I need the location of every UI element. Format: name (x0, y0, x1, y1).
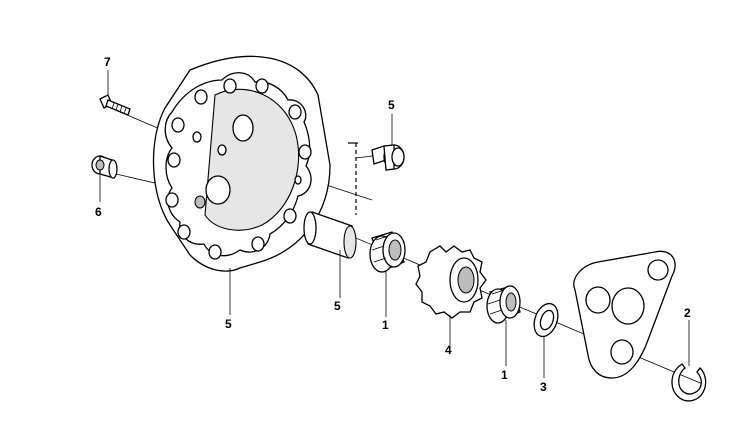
housing-flange (152, 55, 331, 272)
gear (415, 245, 487, 319)
callout-2: 2 (684, 306, 691, 320)
washer (533, 302, 559, 338)
callout-5-bushing: 5 (334, 299, 341, 313)
callout-1-left: 1 (382, 318, 389, 332)
needle-bearing-right (486, 285, 521, 324)
callout-6: 6 (95, 205, 102, 219)
callout-5-plug: 5 (388, 98, 395, 112)
retaining-plate (573, 250, 676, 379)
needle-bearing-left (369, 231, 406, 273)
callout-4: 4 (445, 343, 452, 357)
callout-1-right: 1 (501, 368, 508, 382)
callout-7: 7 (104, 55, 111, 69)
plug-top (371, 144, 405, 171)
plug (91, 155, 118, 179)
leader-lines (99, 70, 690, 378)
screw (99, 94, 131, 116)
callout-3: 3 (540, 380, 547, 394)
callout-5-housing: 5 (225, 317, 232, 331)
circlip (671, 363, 707, 402)
bushing (303, 211, 357, 259)
